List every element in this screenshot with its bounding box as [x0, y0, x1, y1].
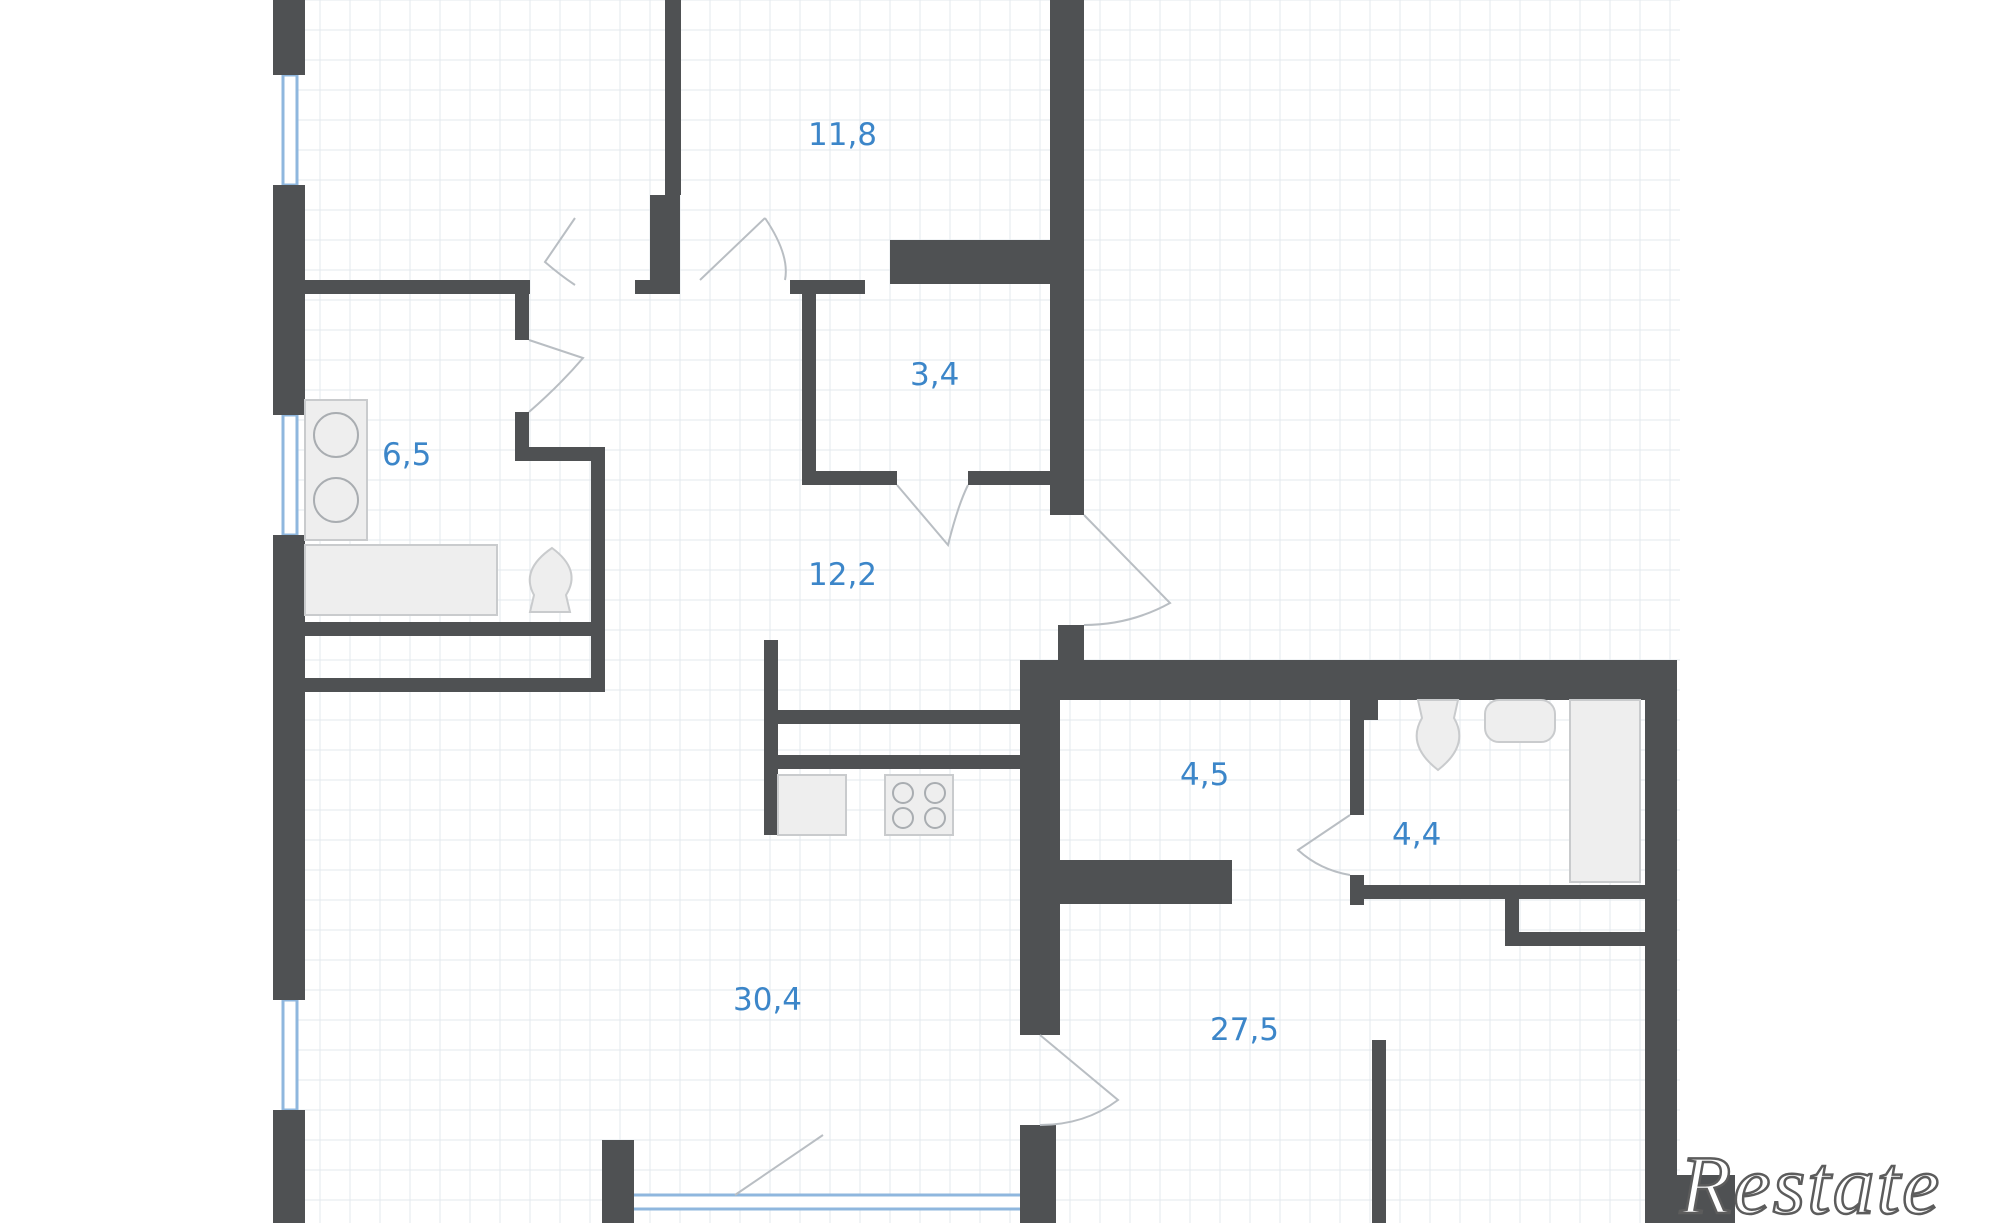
kitchen-sink	[777, 774, 847, 836]
wall	[1020, 660, 1060, 1035]
wall	[305, 280, 530, 294]
room-area-bedroom-top: 11,8	[808, 117, 877, 153]
wall	[665, 0, 681, 195]
burner	[892, 782, 914, 804]
wall	[1372, 1040, 1386, 1223]
wall	[1350, 690, 1364, 815]
door-swing	[699, 217, 787, 281]
door-swing	[528, 339, 585, 413]
wall	[273, 185, 305, 415]
wall	[1505, 932, 1645, 946]
window-balcony	[628, 1193, 1027, 1211]
wall	[764, 710, 1020, 724]
door-swing	[1039, 1034, 1120, 1126]
room-area-hallway: 12,2	[808, 557, 877, 593]
wall	[305, 678, 605, 692]
room-area-storage: 3,4	[910, 357, 959, 393]
wall	[635, 280, 680, 294]
bathtub	[1569, 699, 1641, 883]
window-left-mid	[281, 413, 299, 537]
wall	[1020, 660, 1675, 700]
wall	[1505, 885, 1519, 945]
wall	[602, 1140, 634, 1223]
wall	[515, 447, 605, 461]
wall	[1645, 660, 1677, 1190]
room-area-entry-hall: 4,5	[1180, 757, 1229, 793]
wall	[1350, 885, 1645, 899]
wall	[273, 1110, 305, 1223]
fixtures	[304, 399, 1641, 883]
wall	[1020, 1125, 1056, 1223]
wall	[968, 471, 1060, 485]
wall	[802, 471, 897, 485]
toilet	[1415, 699, 1461, 772]
wall	[273, 535, 305, 1000]
sink	[1484, 699, 1556, 743]
sink-bowl	[313, 412, 359, 458]
wall	[1056, 860, 1232, 904]
wall	[890, 240, 1060, 284]
wall	[1362, 690, 1378, 720]
room-area-bedroom-right: 27,5	[1210, 1012, 1279, 1048]
room-area-bathroom-left: 6,5	[382, 437, 431, 473]
wall	[1645, 1175, 1735, 1223]
room-area-bathroom-right: 4,4	[1392, 817, 1441, 853]
burner	[924, 807, 946, 829]
wall	[273, 0, 305, 75]
door-swing	[896, 484, 969, 548]
room-area-living-kitchen: 30,4	[733, 982, 802, 1018]
window-left-top	[281, 73, 299, 187]
doors	[528, 217, 1351, 1196]
wall	[790, 280, 865, 294]
burner	[892, 807, 914, 829]
wall	[515, 280, 529, 340]
sink-double	[304, 399, 368, 541]
wall	[305, 622, 601, 636]
door-swing	[734, 1134, 824, 1196]
toilet	[528, 546, 573, 613]
kitchen-stove	[884, 774, 954, 836]
wall	[802, 280, 816, 485]
wall	[591, 447, 605, 692]
wall	[764, 755, 1020, 769]
bathtub	[304, 544, 498, 616]
door-swing	[1296, 814, 1351, 876]
wall	[650, 195, 680, 290]
sink-bowl	[313, 477, 359, 523]
wall	[764, 640, 778, 835]
door-swing	[543, 217, 576, 286]
burner	[924, 782, 946, 804]
walls	[273, 0, 1735, 1223]
background-grid	[289, 0, 1680, 1223]
watermark-logo: Restate	[1679, 1139, 1941, 1223]
area-labels: 11,8 3,4 6,5 12,2 4,5 4,4 30,4 27,5	[382, 117, 1441, 1048]
door-swing	[1083, 514, 1172, 626]
window-left-bottom	[281, 998, 299, 1112]
